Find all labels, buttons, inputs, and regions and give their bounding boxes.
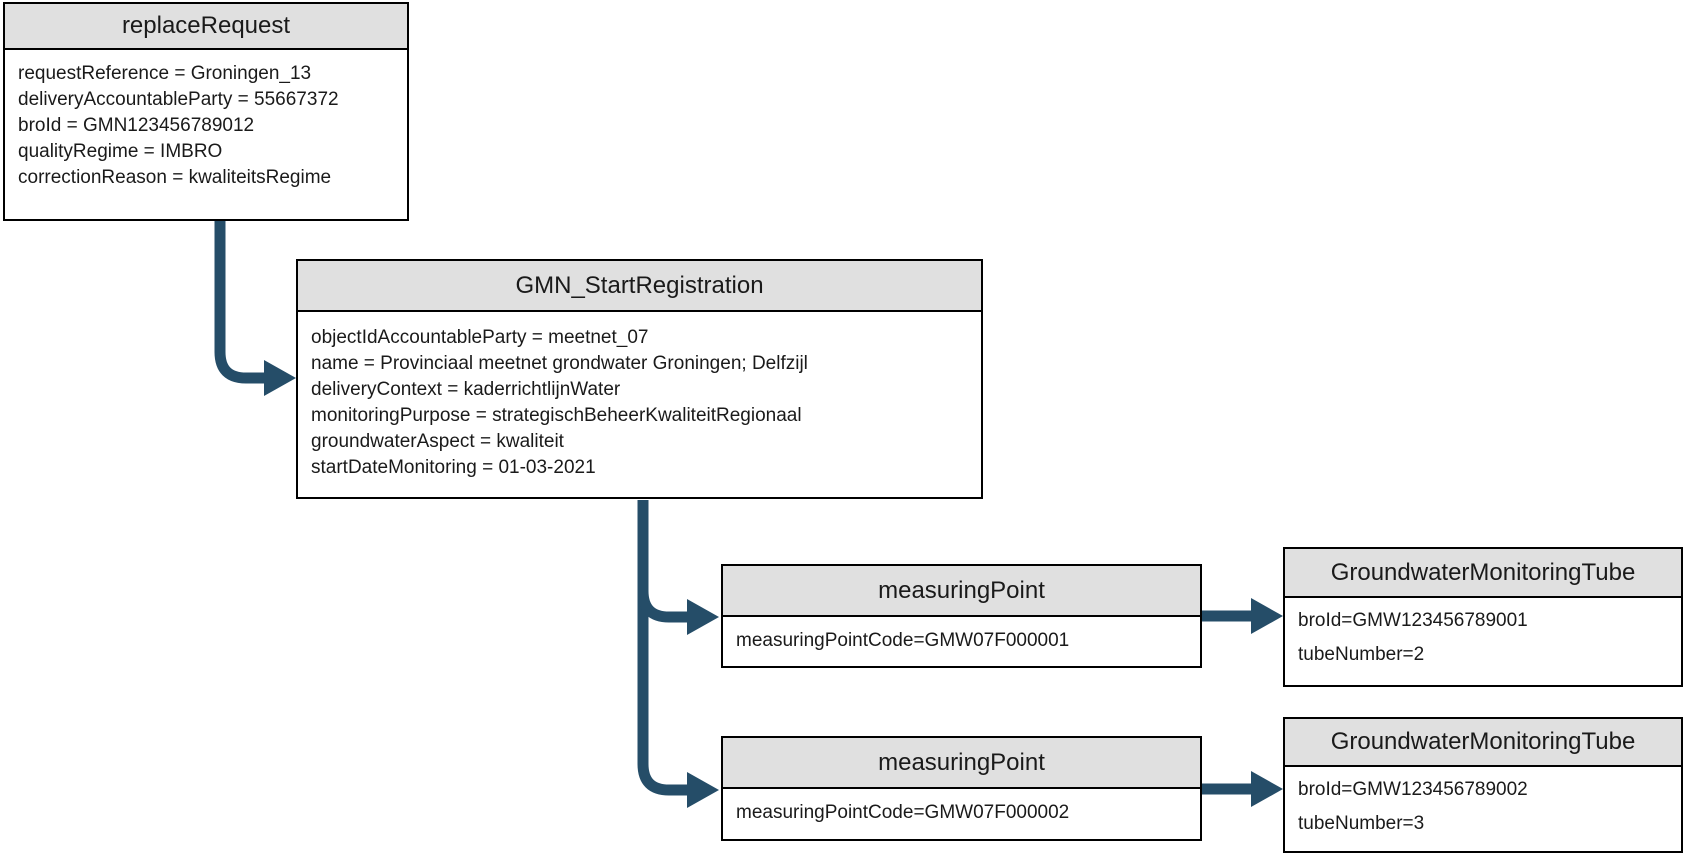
attribute-tube-1-number: tubeNumber=2	[1298, 644, 1425, 665]
attribute-delivery-accountable-party: deliveryAccountableParty = 55667372	[18, 89, 339, 110]
attribute-monitoring-purpose: monitoringPurpose = strategischBeheerKwa…	[311, 405, 802, 426]
edge-replacerequest-to-gmn	[214, 221, 266, 384]
node-gmn-start-registration-title: GMN_StartRegistration	[298, 261, 981, 312]
node-tube-2-title: GroundwaterMonitoringTube	[1285, 719, 1681, 767]
node-measuring-point-2-title: measuringPoint	[723, 738, 1200, 789]
node-tube-2-attributes: broId=GMW123456789002 tubeNumber=3	[1285, 767, 1681, 847]
node-measuring-point-2-attributes: measuringPointCode=GMW07F000002	[723, 789, 1200, 837]
node-measuring-point-1-title: measuringPoint	[723, 566, 1200, 617]
arrowhead-to-tube2	[1251, 771, 1283, 807]
node-measuring-point-1: measuringPoint measuringPointCode=GMW07F…	[721, 564, 1202, 668]
node-measuring-point-2: measuringPoint measuringPointCode=GMW07F…	[721, 736, 1202, 841]
attribute-request-reference: requestReference = Groningen_13	[18, 63, 312, 84]
edge-gmn-branch-to-mp1	[637, 590, 689, 623]
arrowhead-to-mp2	[687, 772, 719, 808]
edge-gmn-trunk-to-mp2	[637, 500, 689, 796]
node-groundwater-monitoring-tube-1: GroundwaterMonitoringTube broId=GMW12345…	[1283, 547, 1683, 687]
arrowhead-to-tube1	[1251, 598, 1283, 634]
node-tube-1-title: GroundwaterMonitoringTube	[1285, 549, 1681, 598]
attribute-tube-2-bro-id: broId=GMW123456789002	[1298, 779, 1528, 800]
arrowhead-to-mp1	[687, 599, 719, 635]
attribute-quality-regime: qualityRegime = IMBRO	[18, 141, 223, 162]
node-replace-request: replaceRequest requestReference = Gronin…	[3, 2, 409, 221]
attribute-tube-2-number: tubeNumber=3	[1298, 813, 1425, 834]
attribute-measuring-point-code-1: measuringPointCode=GMW07F000001	[736, 629, 1070, 651]
node-replace-request-title: replaceRequest	[5, 4, 407, 50]
node-replace-request-attributes: requestReference = Groningen_13 delivery…	[5, 50, 407, 202]
attribute-tube-1-bro-id: broId=GMW123456789001	[1298, 610, 1528, 631]
attribute-correction-reason: correctionReason = kwaliteitsRegime	[18, 167, 332, 188]
arrowhead-to-gmn	[264, 360, 296, 396]
attribute-object-id-accountable-party: objectIdAccountableParty = meetnet_07	[311, 327, 649, 348]
attribute-name: name = Provinciaal meetnet grondwater Gr…	[311, 353, 808, 374]
attribute-start-date-monitoring: startDateMonitoring = 01-03-2021	[311, 457, 596, 478]
node-gmn-attributes: objectIdAccountableParty = meetnet_07 na…	[298, 312, 981, 492]
node-gmn-start-registration: GMN_StartRegistration objectIdAccountabl…	[296, 259, 983, 499]
attribute-measuring-point-code-2: measuringPointCode=GMW07F000002	[736, 802, 1070, 823]
attribute-delivery-context: deliveryContext = kaderrichtlijnWater	[311, 379, 621, 400]
attribute-groundwater-aspect: groundwaterAspect = kwaliteit	[311, 431, 564, 452]
node-groundwater-monitoring-tube-2: GroundwaterMonitoringTube broId=GMW12345…	[1283, 717, 1683, 853]
node-measuring-point-1-attributes: measuringPointCode=GMW07F000001	[723, 617, 1200, 664]
attribute-bro-id: broId = GMN123456789012	[18, 115, 255, 136]
node-tube-1-attributes: broId=GMW123456789001 tubeNumber=2	[1285, 598, 1681, 678]
